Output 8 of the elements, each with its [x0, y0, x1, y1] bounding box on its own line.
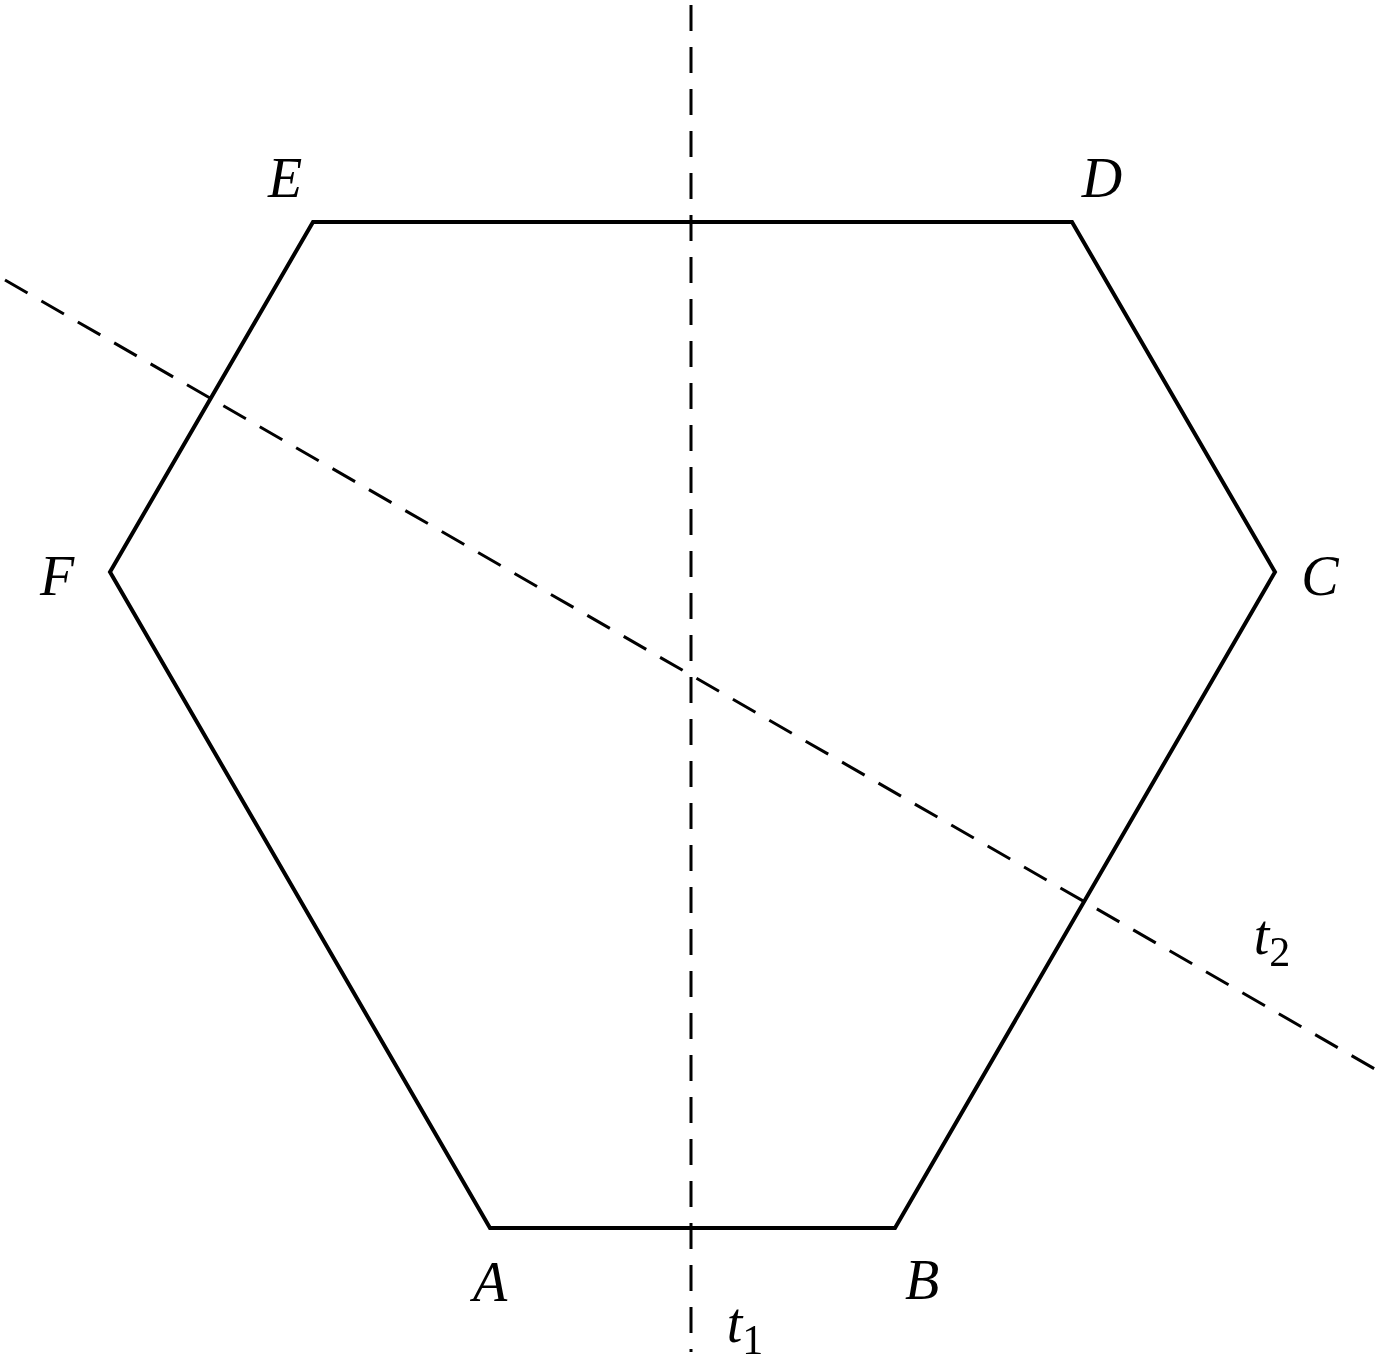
- vertex-label: A: [472, 1254, 508, 1310]
- vertex-label: D: [1081, 150, 1123, 206]
- line-label: t$_{2}$: [1253, 906, 1291, 974]
- vertex-label: E: [267, 150, 303, 206]
- vertex-label: C: [1301, 548, 1339, 604]
- vertex-label: F: [39, 548, 75, 604]
- line-label: t$_{1}$: [726, 1294, 764, 1362]
- vertex-label: B: [904, 1252, 940, 1308]
